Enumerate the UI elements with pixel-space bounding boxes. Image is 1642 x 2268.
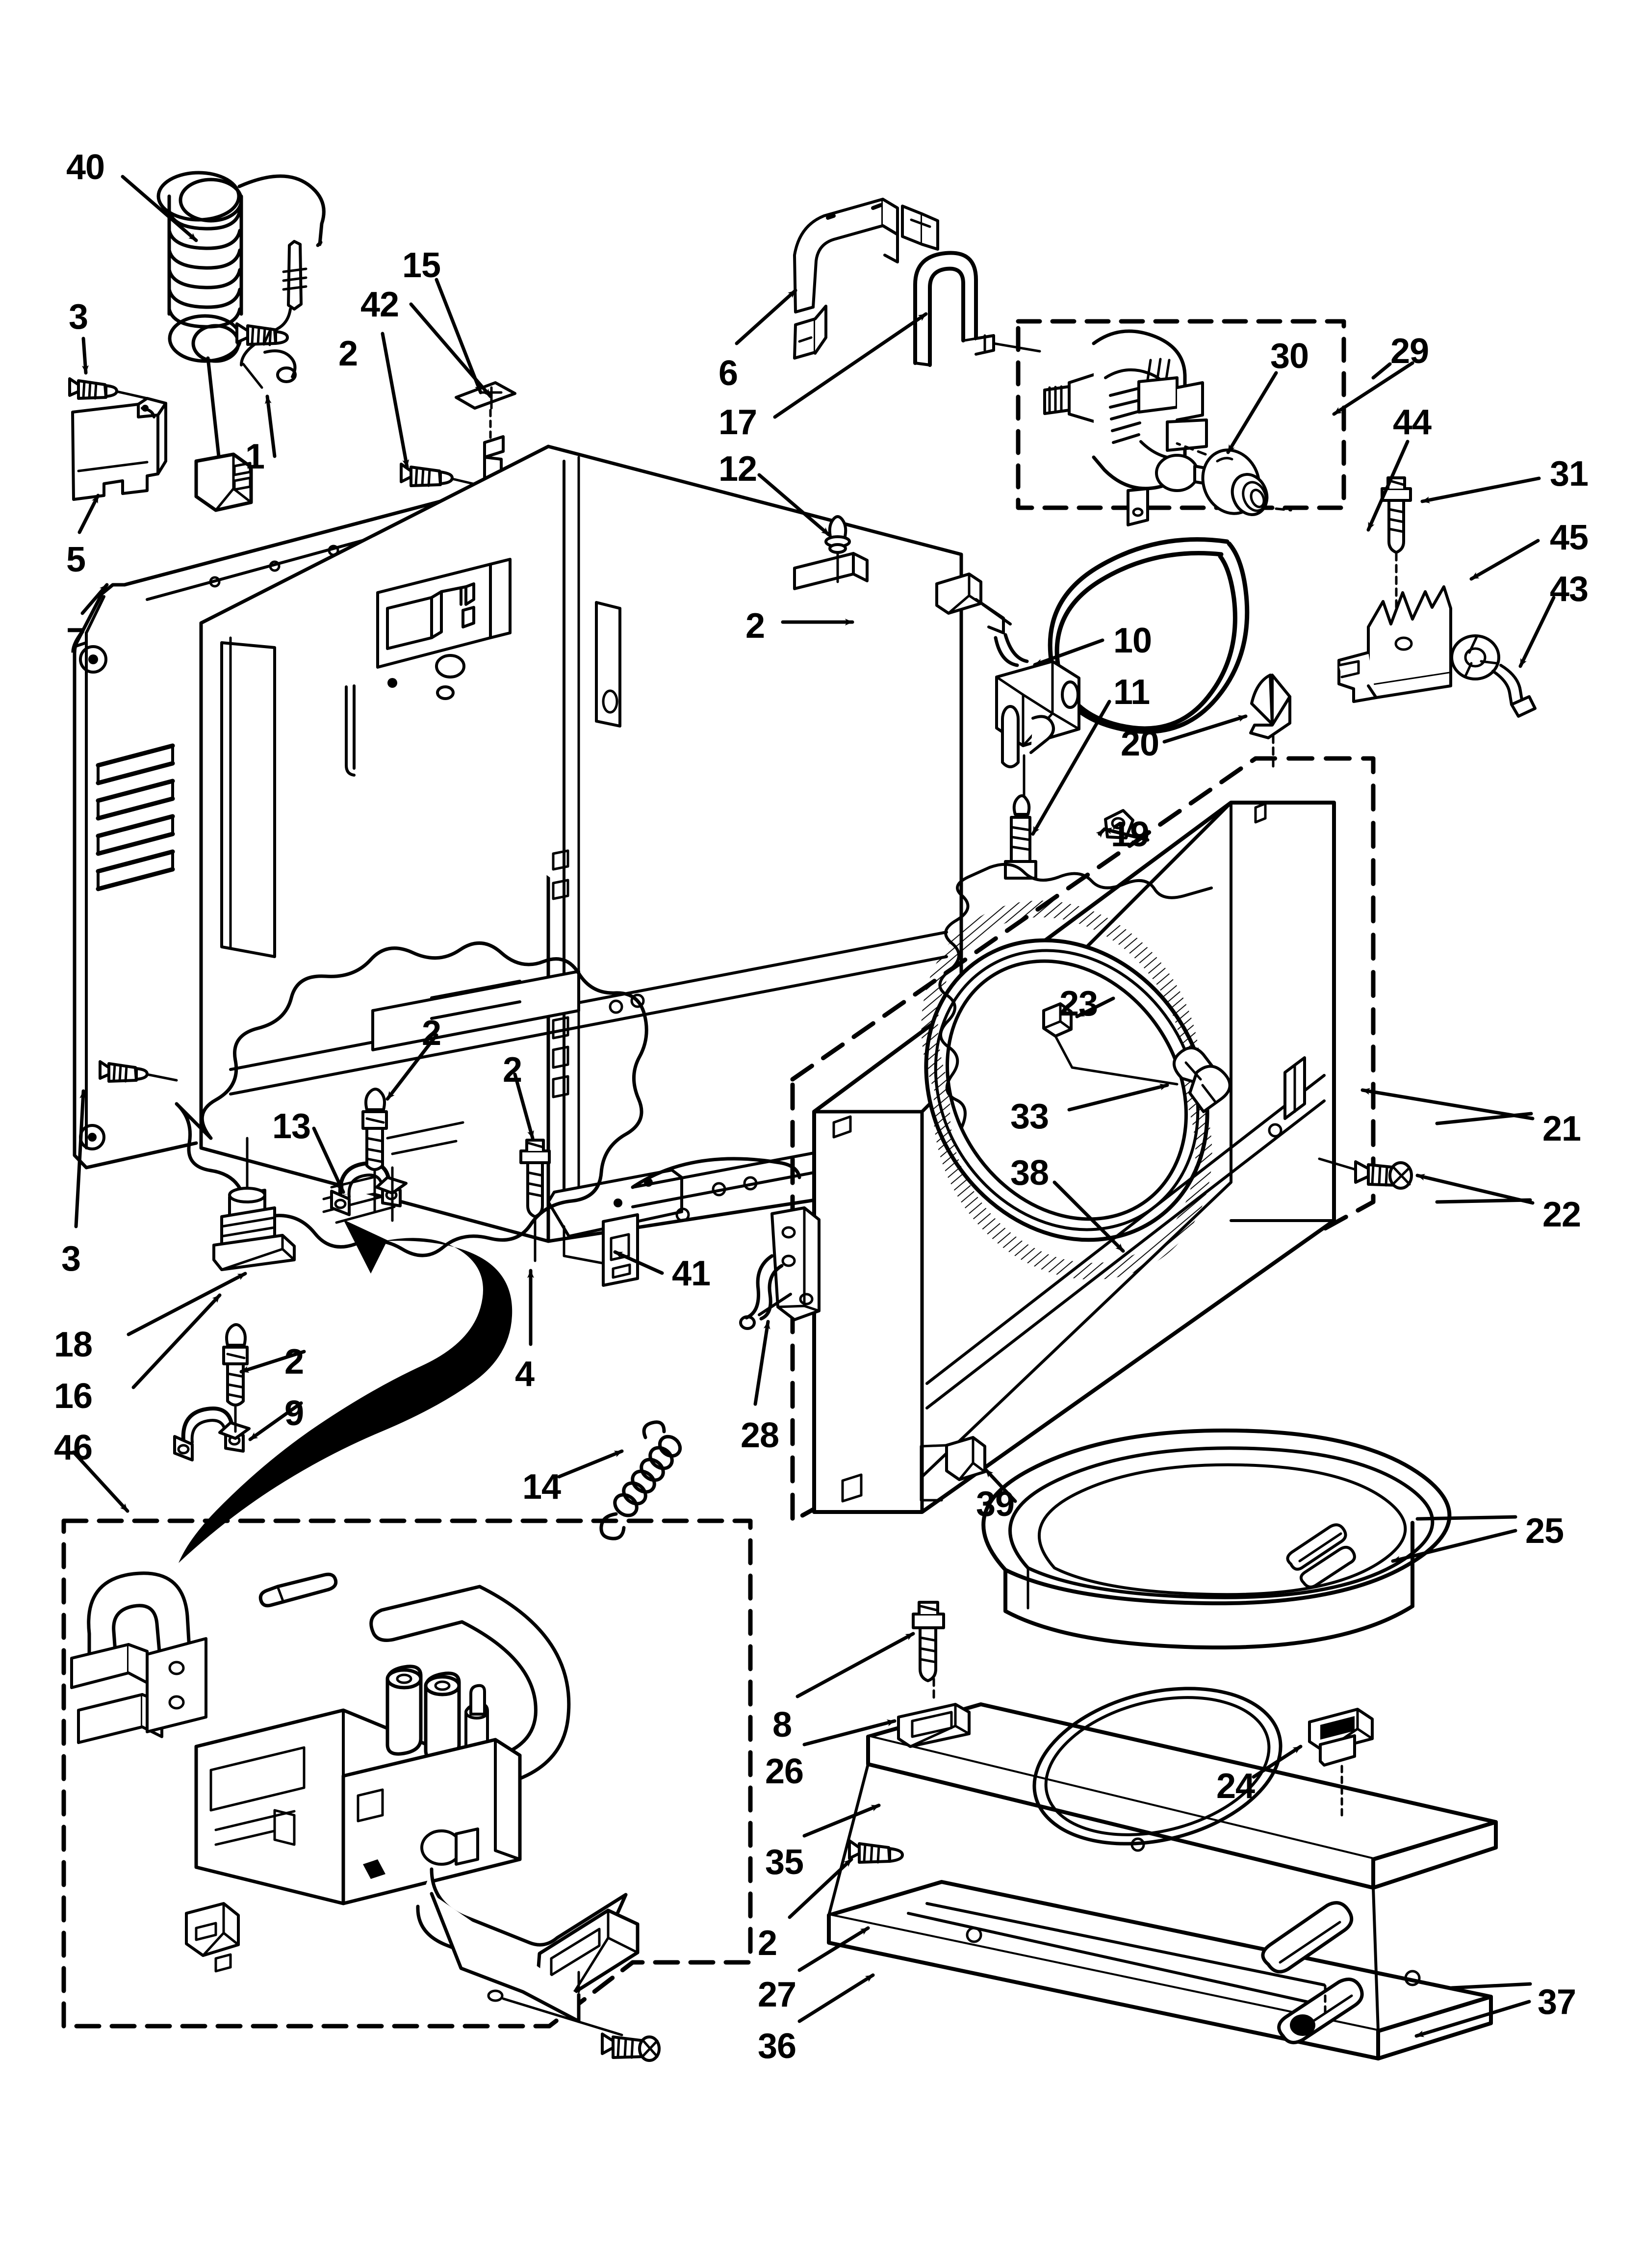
hex-screw-2f-art <box>848 1839 904 1864</box>
callout-12: 12 <box>718 449 757 489</box>
bolt-1-art <box>235 322 289 346</box>
callout-2-cabinet-top: 2 <box>745 606 765 646</box>
callout-43: 43 <box>1550 570 1589 609</box>
callout-3-lower: 3 <box>61 1239 81 1278</box>
callout-5: 5 <box>66 540 86 579</box>
callout-2-bulkhead: 2 <box>503 1050 522 1090</box>
exhaust-duct-ring-art <box>981 1428 1452 1650</box>
hex-screw-inset-art <box>601 2033 661 2062</box>
coiled-power-cord-art <box>156 171 326 512</box>
burner-assembly-art <box>70 1571 640 2036</box>
callout-37: 37 <box>1538 1982 1576 2022</box>
callout-44: 44 <box>1393 403 1432 442</box>
front-panel-envelope-art <box>790 756 1376 1523</box>
motor-pulley-art <box>1176 442 1292 516</box>
front-panel-art <box>812 801 1336 1514</box>
hex-screw-2e-art <box>222 1323 249 1433</box>
callout-24: 24 <box>1216 1767 1255 1806</box>
callout-39: 39 <box>976 1485 1015 1524</box>
callout-31: 31 <box>1550 454 1589 494</box>
screw-3-upper-art <box>68 377 149 400</box>
callout-10: 10 <box>1113 621 1152 660</box>
callout-16: 16 <box>54 1377 93 1416</box>
callout-8: 8 <box>772 1705 792 1745</box>
callout-11: 11 <box>1113 673 1150 712</box>
callout-25: 25 <box>1525 1512 1564 1551</box>
callout-6: 6 <box>718 354 738 393</box>
callout-46: 46 <box>54 1428 93 1467</box>
callout-2-strap: 2 <box>284 1342 304 1382</box>
leveling-leg-art <box>212 1137 296 1271</box>
callout-36: 36 <box>758 2027 796 2066</box>
callout-40: 40 <box>66 148 105 187</box>
callout-4: 4 <box>515 1355 535 1394</box>
callout-26: 26 <box>765 1752 804 1791</box>
clip-nut-art <box>1249 674 1291 772</box>
callout-45: 45 <box>1550 518 1589 557</box>
callout-30: 30 <box>1270 337 1309 376</box>
callout-18: 18 <box>54 1325 93 1364</box>
callout-9: 9 <box>284 1394 304 1433</box>
burner-inset-box-art <box>61 1518 753 2029</box>
callout-14: 14 <box>522 1467 561 1507</box>
terminal-block-cover-art <box>71 397 167 501</box>
callout-21: 21 <box>1542 1109 1581 1148</box>
callout-3-upper: 3 <box>69 297 88 337</box>
idler-bracket-art <box>1337 585 1452 703</box>
callout-15: 15 <box>402 246 441 285</box>
hex-screw-31-art <box>1381 476 1412 610</box>
drive-belt-art <box>1048 537 1250 734</box>
cabinet-rear-panel-art <box>199 444 963 1287</box>
hex-screw-2d-art <box>519 1139 551 1262</box>
front-panel-screw-art <box>1318 1157 1413 1190</box>
push-in-pin-art <box>824 515 851 583</box>
hex-screw-8-art <box>912 1601 945 1682</box>
callout-17: 17 <box>718 403 757 442</box>
callout-2-top-left: 2 <box>338 334 358 373</box>
motor-clamp-art <box>913 251 1041 367</box>
callout-22: 22 <box>1542 1195 1581 1234</box>
callout-1: 1 <box>245 437 265 476</box>
callout-7: 7 <box>66 621 86 660</box>
cutaway-balloon-art <box>175 941 648 1257</box>
duct-clip-art <box>1308 1708 1374 1818</box>
callout-20: 20 <box>1121 724 1159 763</box>
cord-strap-art <box>173 1407 251 1461</box>
base-assembly-art <box>866 1626 1498 1890</box>
callout-28: 28 <box>741 1416 779 1455</box>
callout-23: 23 <box>1059 984 1098 1023</box>
callout-41: 41 <box>672 1254 711 1293</box>
idler-pulley-art <box>1450 634 1537 718</box>
extension-spring-art <box>599 1420 682 1540</box>
callout-35: 35 <box>765 1843 804 1882</box>
callout-27: 27 <box>758 1975 796 2014</box>
idler-lever-bracket-art <box>739 1206 821 1330</box>
door-switch-art <box>935 573 1080 808</box>
callout-33: 33 <box>1010 1097 1049 1136</box>
screw-3-lower-art <box>99 1060 178 1083</box>
strain-relief-art <box>240 240 308 389</box>
motor-bracket-front-art <box>793 198 939 360</box>
motor-dashed-box-art <box>1016 319 1346 510</box>
callout-13: 13 <box>272 1107 311 1146</box>
callout-38: 38 <box>1010 1153 1049 1193</box>
callout-2-harness: 2 <box>422 1014 441 1053</box>
callout-2-base: 2 <box>758 1924 777 1963</box>
callout-42: 42 <box>360 285 399 324</box>
bottom-pan-art <box>827 1763 1493 2060</box>
callout-19: 19 <box>1111 815 1150 854</box>
callout-29: 29 <box>1390 332 1429 371</box>
